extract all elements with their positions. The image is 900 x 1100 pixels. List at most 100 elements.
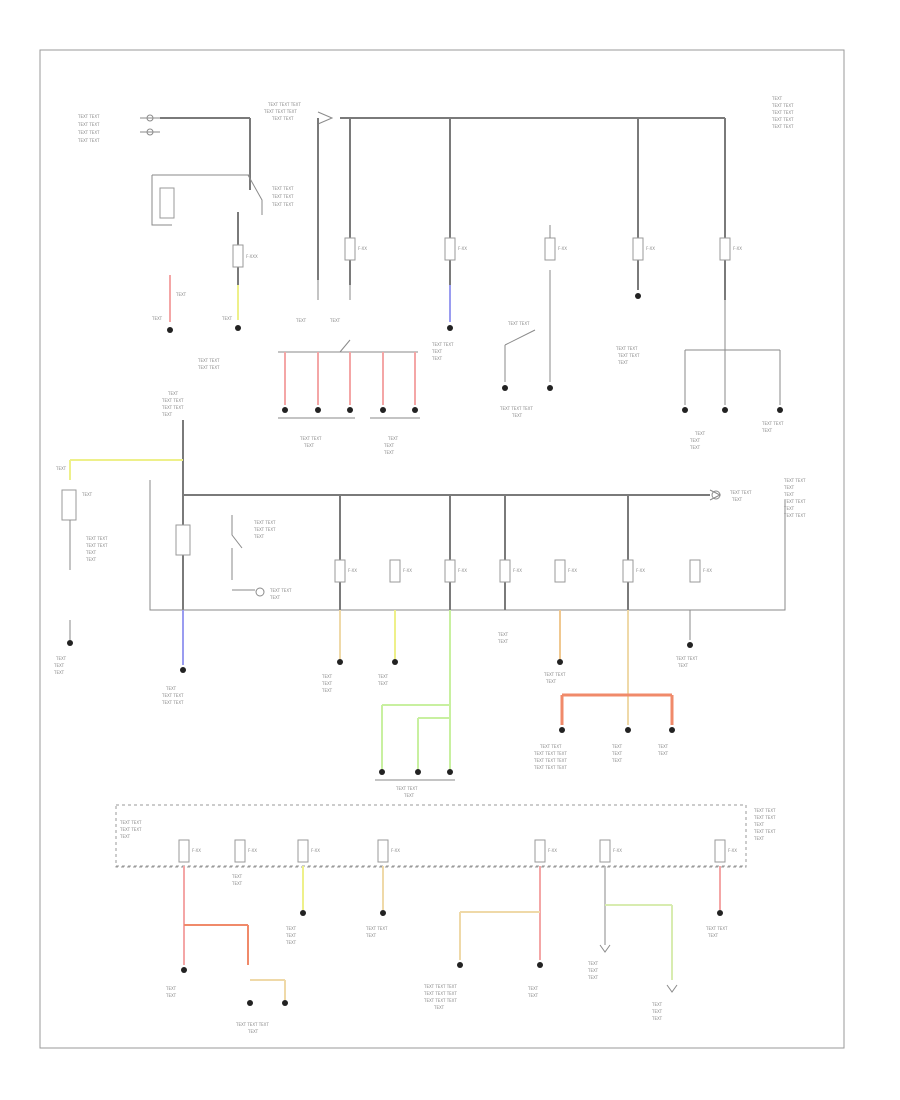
svg-text:TEXT TEXT: TEXT TEXT <box>271 194 294 199</box>
svg-text:TEXT: TEXT <box>221 316 233 321</box>
svg-text:TEXT TEXT: TEXT TEXT <box>761 421 784 426</box>
svg-text:TEXT: TEXT <box>753 822 765 827</box>
svg-text:TEXT TEXT: TEXT TEXT <box>161 398 184 403</box>
svg-text:TEXT TEXT: TEXT TEXT <box>753 829 776 834</box>
svg-text:F-XX: F-XX <box>358 246 367 251</box>
svg-text:TEXT TEXT: TEXT TEXT <box>431 342 454 347</box>
svg-text:TEXT: TEXT <box>321 674 333 679</box>
svg-text:TEXT TEXT: TEXT TEXT <box>271 202 294 207</box>
svg-text:TEXT TEXT: TEXT TEXT <box>161 405 184 410</box>
svg-text:TEXT TEXT: TEXT TEXT <box>299 436 322 441</box>
svg-text:TEXT: TEXT <box>377 674 389 679</box>
svg-text:TEXT TEXT: TEXT TEXT <box>771 103 794 108</box>
svg-text:TEXT TEXT TEXT: TEXT TEXT TEXT <box>533 758 567 763</box>
svg-text:TEXT: TEXT <box>689 445 701 450</box>
diagram-frame <box>39 49 845 1049</box>
svg-text:TEXT TEXT: TEXT TEXT <box>271 186 294 191</box>
svg-text:TEXT: TEXT <box>611 744 623 749</box>
svg-text:TEXT: TEXT <box>611 751 623 756</box>
svg-text:TEXT: TEXT <box>165 993 177 998</box>
svg-text:TEXT TEXT: TEXT TEXT <box>197 358 220 363</box>
svg-text:TEXT TEXT: TEXT TEXT <box>783 499 806 504</box>
svg-text:F-XX: F-XX <box>458 246 467 251</box>
svg-text:F-XX: F-XX <box>311 848 320 853</box>
svg-text:TEXT TEXT: TEXT TEXT <box>253 520 276 525</box>
svg-text:TEXT: TEXT <box>161 412 173 417</box>
svg-text:TEXT TEXT TEXT: TEXT TEXT TEXT <box>263 109 297 114</box>
svg-text:TEXT: TEXT <box>165 686 177 691</box>
headlamp-grounds <box>282 407 418 413</box>
svg-text:TEXT: TEXT <box>587 975 599 980</box>
svg-text:TEXT: TEXT <box>511 413 523 418</box>
svg-text:TEXT: TEXT <box>85 550 97 555</box>
svg-text:TEXT: TEXT <box>269 595 281 600</box>
svg-text:TEXT: TEXT <box>497 639 509 644</box>
svg-text:TEXT: TEXT <box>387 436 399 441</box>
svg-text:TEXT: TEXT <box>694 431 706 436</box>
svg-text:TEXT: TEXT <box>753 836 765 841</box>
svg-text:TEXT: TEXT <box>119 834 131 839</box>
svg-text:TEXT: TEXT <box>53 663 65 668</box>
svg-text:F-XX: F-XX <box>248 848 257 853</box>
svg-text:TEXT TEXT: TEXT TEXT <box>753 808 776 813</box>
svg-text:TEXT: TEXT <box>689 438 701 443</box>
svg-text:TEXT TEXT: TEXT TEXT <box>617 353 640 358</box>
svg-text:TEXT: TEXT <box>431 356 443 361</box>
svg-text:TEXT: TEXT <box>321 681 333 686</box>
svg-text:F-XX: F-XX <box>733 246 742 251</box>
svg-text:F-XX: F-XX <box>568 568 577 573</box>
svg-text:TEXT TEXT: TEXT TEXT <box>615 346 638 351</box>
svg-text:TEXT: TEXT <box>231 881 243 886</box>
svg-text:F-XX: F-XX <box>348 568 357 573</box>
svg-text:TEXT TEXT: TEXT TEXT <box>729 490 752 495</box>
svg-text:F-XX: F-XX <box>458 568 467 573</box>
svg-text:F-XX: F-XX <box>403 568 412 573</box>
svg-text:TEXT: TEXT <box>651 1016 663 1021</box>
svg-text:TEXT: TEXT <box>527 986 539 991</box>
svg-text:TEXT TEXT: TEXT TEXT <box>85 536 108 541</box>
svg-text:TEXT TEXT: TEXT TEXT <box>85 543 108 548</box>
svg-text:TEXT: TEXT <box>783 485 795 490</box>
svg-text:TEXT TEXT TEXT: TEXT TEXT TEXT <box>533 751 567 756</box>
svg-text:TEXT: TEXT <box>527 993 539 998</box>
svg-text:F-XX: F-XX <box>613 848 622 853</box>
svg-text:TEXT TEXT: TEXT TEXT <box>783 513 806 518</box>
svg-text:TEXT: TEXT <box>783 492 795 497</box>
svg-text:TEXT: TEXT <box>545 679 557 684</box>
svg-text:TEXT TEXT TEXT: TEXT TEXT TEXT <box>423 998 457 1003</box>
svg-text:TEXT: TEXT <box>167 391 179 396</box>
svg-text:TEXT: TEXT <box>231 874 243 879</box>
svg-text:TEXT: TEXT <box>285 926 297 931</box>
svg-text:TEXT TEXT: TEXT TEXT <box>783 478 806 483</box>
svg-text:F-XX: F-XX <box>391 848 400 853</box>
svg-text:TEXT: TEXT <box>651 1002 663 1007</box>
svg-text:TEXT: TEXT <box>247 1029 259 1034</box>
svg-text:TEXT: TEXT <box>285 933 297 938</box>
svg-text:F-XX: F-XX <box>192 848 201 853</box>
svg-text:TEXT: TEXT <box>497 632 509 637</box>
svg-text:F-XX: F-XX <box>548 848 557 853</box>
svg-text:TEXT TEXT: TEXT TEXT <box>271 116 294 121</box>
svg-text:TEXT TEXT: TEXT TEXT <box>705 926 728 931</box>
lower-fuses: F-XX F-XX F-XX F-XX F-XX F-XX F-XX <box>178 839 737 863</box>
svg-text:TEXT TEXT TEXT: TEXT TEXT TEXT <box>423 991 457 996</box>
svg-text:F-XX: F-XX <box>558 246 567 251</box>
svg-text:TEXT: TEXT <box>295 318 307 323</box>
svg-text:TEXT TEXT: TEXT TEXT <box>543 672 566 677</box>
svg-text:TEXT: TEXT <box>303 443 315 448</box>
svg-text:TEXT: TEXT <box>707 933 719 938</box>
svg-text:TEXT TEXT: TEXT TEXT <box>269 588 292 593</box>
svg-text:TEXT: TEXT <box>365 933 377 938</box>
svg-text:TEXT: TEXT <box>611 758 623 763</box>
svg-text:TEXT TEXT: TEXT TEXT <box>365 926 388 931</box>
svg-text:TEXT TEXT TEXT: TEXT TEXT TEXT <box>267 102 301 107</box>
svg-text:TEXT: TEXT <box>617 360 629 365</box>
svg-text:TEXT TEXT TEXT: TEXT TEXT TEXT <box>423 984 457 989</box>
svg-text:TEXT: TEXT <box>253 534 265 539</box>
svg-text:TEXT: TEXT <box>81 492 93 497</box>
svg-text:TEXT: TEXT <box>651 1009 663 1014</box>
svg-text:TEXT TEXT TEXT: TEXT TEXT TEXT <box>235 1022 269 1027</box>
svg-text:TEXT TEXT: TEXT TEXT <box>197 365 220 370</box>
svg-text:TEXT TEXT: TEXT TEXT <box>771 117 794 122</box>
